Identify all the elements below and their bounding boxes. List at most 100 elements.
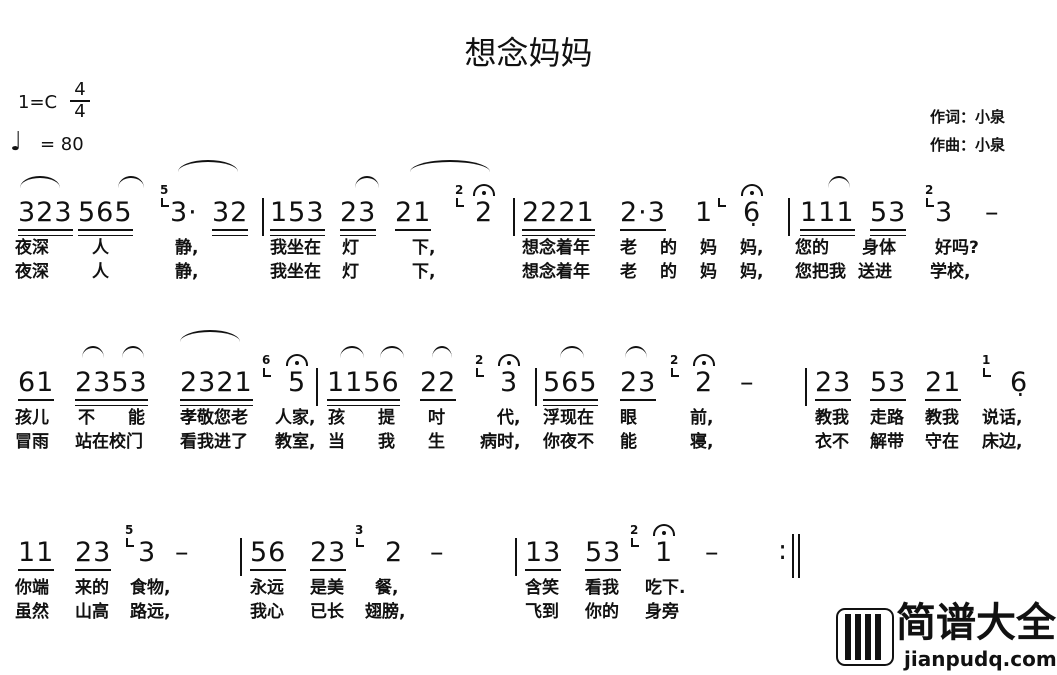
lyric-verse2: 我心 xyxy=(250,602,284,622)
lyric-verse2: 你夜不 xyxy=(543,432,594,452)
grace-note: 1 xyxy=(982,353,991,367)
key-signature: 1=C xyxy=(18,92,58,113)
lyric-verse2: 夜深 xyxy=(15,262,49,282)
slur xyxy=(180,330,240,342)
grace-note: 5 xyxy=(160,183,169,197)
note-group: 53 xyxy=(585,538,622,571)
note-group: 2321 xyxy=(180,368,253,401)
lyric-verse2: 翅膀, xyxy=(365,602,406,622)
note-group: – xyxy=(705,537,720,568)
note-group: 23 xyxy=(340,198,377,231)
lyric-verse2: 我 xyxy=(378,432,395,452)
fermata-icon xyxy=(473,184,495,196)
note-group: 23 xyxy=(75,538,112,571)
slur xyxy=(20,176,60,188)
final-barline xyxy=(798,534,800,578)
lyric-verse1: 灯 xyxy=(342,238,359,258)
slur xyxy=(118,176,144,188)
grace-note: 2 xyxy=(925,183,934,197)
grace-note: 3 xyxy=(355,523,364,537)
lyric-verse2: 生 xyxy=(428,432,445,452)
note-group: 5 xyxy=(288,367,307,398)
lyric-verse1: 好吗? xyxy=(935,238,979,258)
grace-hook-icon xyxy=(983,368,991,377)
note-group: 1156 xyxy=(327,368,400,401)
note-group: 53 xyxy=(870,198,907,231)
fermata-icon xyxy=(693,354,715,366)
note-group: 23 xyxy=(815,368,852,401)
lyric-verse1: 吋 xyxy=(428,408,445,428)
lyric-verse1: 的 xyxy=(660,238,677,258)
lyric-verse1: 孩 xyxy=(328,408,345,428)
lyric-verse2: 山高 xyxy=(75,602,109,622)
grace-hook-icon xyxy=(671,368,679,377)
barline xyxy=(805,368,807,406)
lyric-verse1: 老 xyxy=(620,238,637,258)
lyric-verse1: 浮现在 xyxy=(543,408,594,428)
note-group: 56 xyxy=(250,538,287,571)
grace-hook-icon xyxy=(926,198,934,207)
lyric-verse1: 教我 xyxy=(815,408,849,428)
slur xyxy=(410,160,490,172)
lyric-verse1: 身体 xyxy=(862,238,896,258)
slur xyxy=(432,346,452,358)
lyric-verse2: 教室, xyxy=(275,432,316,452)
lyric-verse1: 静, xyxy=(175,238,199,258)
fermata-icon xyxy=(741,184,763,196)
slur xyxy=(380,346,404,358)
grace-hook-icon xyxy=(456,198,464,207)
lyric-verse2: 床边, xyxy=(982,432,1023,452)
barline xyxy=(788,198,790,236)
note-group: 23 xyxy=(310,538,347,571)
lyric-verse2: 的 xyxy=(660,262,677,282)
note-group: 2353 xyxy=(75,368,148,401)
lyric-verse1: 不 xyxy=(78,408,95,428)
lyric-verse2: 你的 xyxy=(585,602,619,622)
lyric-verse1: 前, xyxy=(690,408,714,428)
lyric-verse1: 妈, xyxy=(740,238,764,258)
grace-note: 2 xyxy=(670,353,679,367)
note-group: 21 xyxy=(925,368,962,401)
lyricist: 作词：小泉 xyxy=(930,108,1006,126)
lyric-verse2: 病时, xyxy=(480,432,521,452)
note-group: – xyxy=(985,197,1000,228)
slur xyxy=(828,176,850,188)
lyric-verse2: 想念着年 xyxy=(522,262,590,282)
lyric-verse2: 灯 xyxy=(342,262,359,282)
fermata-icon xyxy=(286,354,308,366)
page-title: 想念妈妈 xyxy=(464,34,593,72)
lyric-verse1: 永远 xyxy=(250,578,284,598)
note-group: 153 xyxy=(270,198,325,231)
grace-note: 6 xyxy=(262,353,271,367)
lyric-verse1: 夜深 xyxy=(15,238,49,258)
lyric-verse1: 走路 xyxy=(870,408,904,428)
slur xyxy=(355,176,379,188)
final-barline xyxy=(792,534,794,578)
lyric-verse1: 教我 xyxy=(925,408,959,428)
lyric-verse2: 送进 xyxy=(858,262,892,282)
logo-name: 简谱大全 xyxy=(896,600,1056,646)
grace-note: 2 xyxy=(475,353,484,367)
lyric-verse1: 想念着年 xyxy=(522,238,590,258)
lyric-verse2: 我坐在 xyxy=(270,262,321,282)
note-group: 3 xyxy=(500,367,519,398)
grace-hook-icon xyxy=(161,198,169,207)
note-group: 32 xyxy=(212,198,249,231)
fermata-icon xyxy=(498,354,520,366)
barline xyxy=(535,368,537,406)
lyric-verse2: 下, xyxy=(412,262,436,282)
note-group: – xyxy=(740,367,755,398)
lyric-verse2: 身旁 xyxy=(645,602,679,622)
grace-note: 2 xyxy=(630,523,639,537)
time-signature-top: 4 xyxy=(74,79,86,100)
lyric-verse1: 人家, xyxy=(275,408,316,428)
lyric-verse1: 是美 xyxy=(310,578,344,598)
grace-note: 5 xyxy=(125,523,134,537)
note-group: 13 xyxy=(525,538,562,571)
grace-hook-icon xyxy=(476,368,484,377)
lyric-verse2: 飞到 xyxy=(525,602,559,622)
time-signature-bottom: 4 xyxy=(70,100,90,122)
note-group: 2221 xyxy=(522,198,595,231)
note-group: 565 xyxy=(78,198,133,231)
note-group: 2 xyxy=(475,197,494,228)
